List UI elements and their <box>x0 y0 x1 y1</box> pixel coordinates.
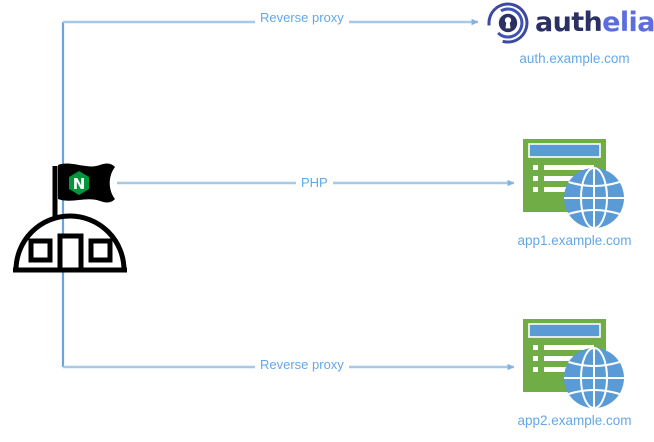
node-nginx[interactable]: N <box>8 158 132 280</box>
web-application-globe-icon <box>523 319 624 409</box>
authelia-wordmark-part2: elia <box>602 7 654 38</box>
caption-app2-example-com: app2.example.com <box>517 413 632 428</box>
node-authelia[interactable]: authelia <box>487 2 654 44</box>
node-app2[interactable] <box>522 318 627 410</box>
authelia-shield-lock-icon <box>487 2 529 44</box>
caption-auth-example-com: auth.example.com <box>519 51 630 66</box>
node-app1[interactable] <box>522 138 627 230</box>
web-application-globe-icon <box>523 139 624 229</box>
edge-label-php: PHP <box>296 175 333 191</box>
edge-label-reverse-proxy-auth: Reverse proxy <box>255 10 349 26</box>
authelia-wordmark: authelia <box>535 8 654 38</box>
caption-app1-example-com: app1.example.com <box>517 233 632 248</box>
edge-label-reverse-proxy-app2: Reverse proxy <box>255 357 349 373</box>
nginx-logo-icon: N <box>13 163 127 273</box>
authelia-wordmark-part1: auth <box>535 7 603 38</box>
svg-text:N: N <box>73 175 86 193</box>
